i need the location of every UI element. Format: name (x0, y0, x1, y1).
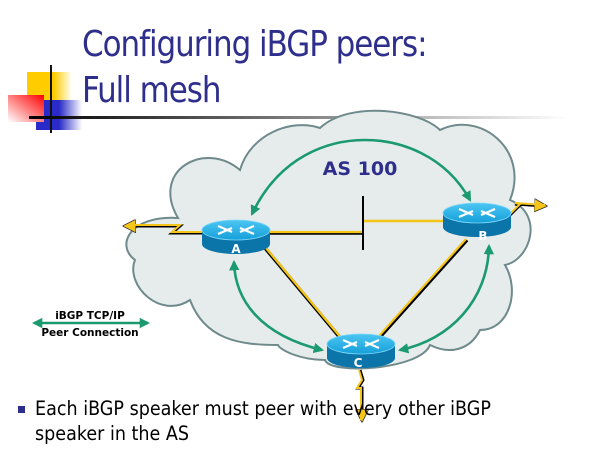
router-icon (342, 338, 380, 350)
bullet-text-line2: speaker in the AS (35, 422, 190, 445)
slide-decoration (8, 65, 569, 133)
legend: iBGP TCP/IP Peer Connection (31, 310, 151, 339)
bullet-text-line1: Each iBGP speaker must peer with every o… (35, 397, 491, 420)
slide-title: Configuring iBGP peers: Full mesh (82, 22, 428, 114)
as-cloud (125, 109, 532, 370)
bullet-square-icon (18, 406, 25, 413)
title-underline (29, 116, 569, 119)
legend-line2: Peer Connection (41, 327, 138, 339)
router-c-label: C (354, 356, 363, 370)
legend-line1: iBGP TCP/IP (55, 310, 125, 322)
ibgp-peer-connections (229, 138, 495, 354)
peer-a-b (250, 138, 472, 216)
router-c[interactable] (326, 333, 396, 368)
router-a-label: A (231, 242, 241, 256)
bullet-list: Each iBGP speaker must peer with every o… (18, 396, 578, 446)
slide-title-line2: Full mesh (82, 70, 221, 111)
router-b-label: B (478, 229, 487, 243)
router-b[interactable] (442, 202, 512, 237)
router-icon (458, 207, 496, 219)
peer-b-c (397, 243, 495, 354)
slide-title-line1: Configuring iBGP peers: (82, 24, 428, 65)
peer-a-c (229, 259, 325, 354)
as-label: AS 100 (323, 158, 398, 180)
router-a[interactable] (201, 219, 271, 254)
router-icon (217, 224, 255, 236)
bullet-item: Each iBGP speaker must peer with every o… (18, 396, 578, 446)
